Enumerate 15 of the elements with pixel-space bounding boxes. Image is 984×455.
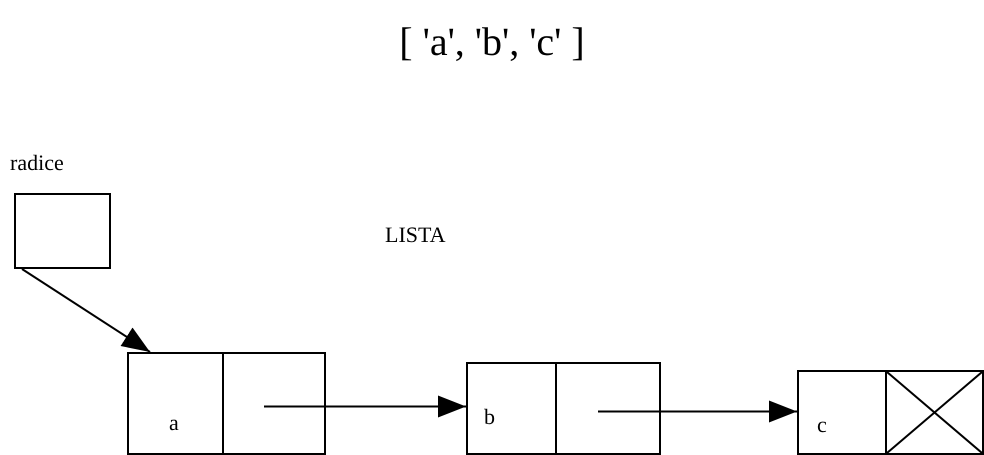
arrow	[264, 396, 466, 418]
data-cell	[127, 352, 224, 455]
pointer-cell	[555, 362, 661, 455]
title: [ 'a', 'b', 'c' ]	[398, 22, 586, 62]
cell-text: a	[169, 412, 179, 434]
data-cell	[466, 362, 557, 455]
data-cell	[797, 370, 887, 455]
diagram-label: LISTA	[385, 224, 446, 246]
pointer-cell	[222, 352, 326, 455]
cell-text: c	[817, 414, 827, 436]
arrow	[598, 400, 797, 422]
pointer-cell	[14, 193, 111, 269]
node-caption: radice	[10, 152, 64, 174]
arrow	[21, 268, 151, 353]
cell-text: b	[484, 406, 495, 428]
